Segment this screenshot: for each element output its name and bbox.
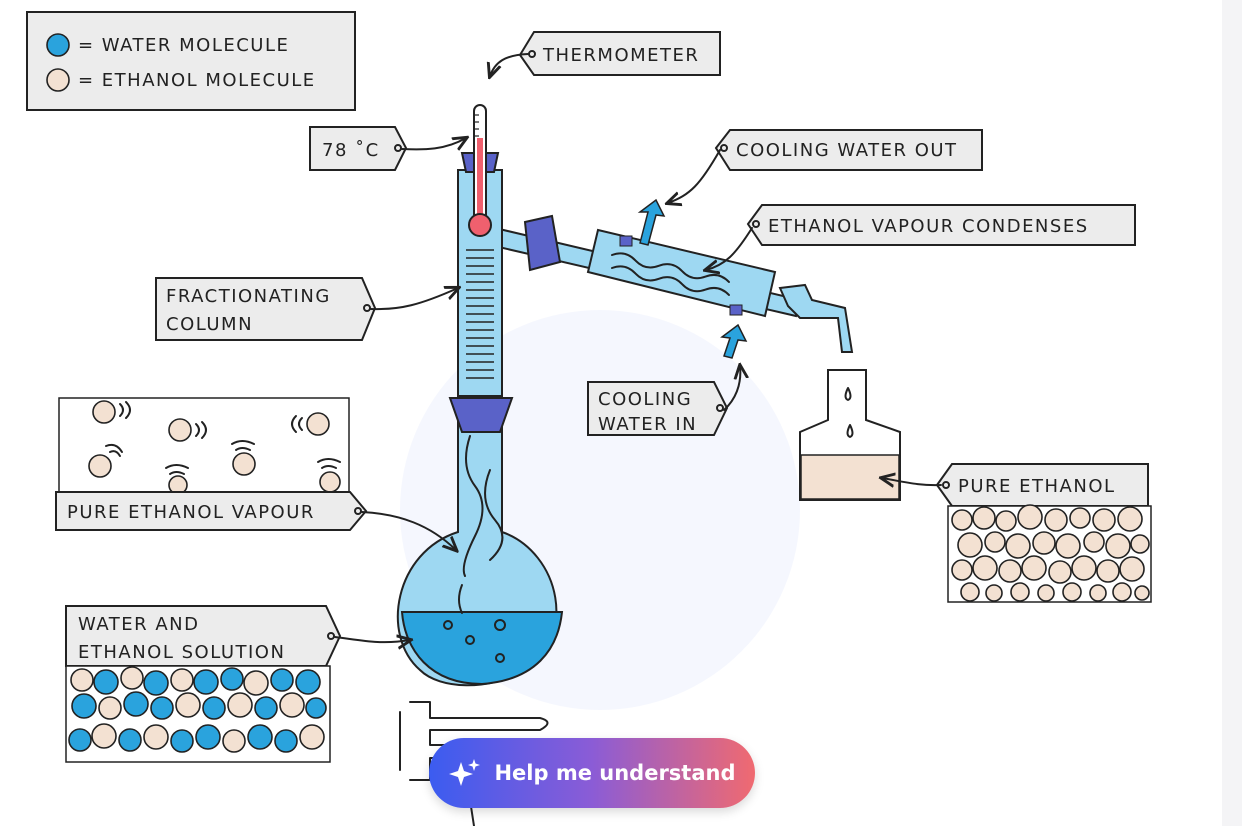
- pure-ethanol-vapour-label: PURE ETHANOL VAPOUR: [55, 491, 456, 550]
- svg-text:PURE ETHANOL VAPOUR: PURE ETHANOL VAPOUR: [67, 502, 315, 523]
- condenser: [488, 214, 854, 353]
- svg-text:THERMOMETER: THERMOMETER: [542, 45, 699, 66]
- round-bottom-flask: [396, 397, 564, 687]
- svg-text:COOLING WATER OUT: COOLING WATER OUT: [736, 140, 958, 161]
- legend-ethanol-label: = ETHANOL MOLECULE: [78, 70, 316, 91]
- svg-text:PURE ETHANOL: PURE ETHANOL: [958, 476, 1116, 497]
- water-molecule-key-icon: [46, 33, 70, 57]
- cooling-flow-arrows: [637, 198, 748, 359]
- thermometer-label: THERMOMETER: [490, 31, 721, 76]
- cooling-water-out-label: COOLING WATER OUT: [668, 129, 983, 203]
- solution-molecules: [65, 665, 331, 763]
- help-me-understand-label: Help me understand: [494, 761, 736, 785]
- svg-text:FRACTIONATING: FRACTIONATING: [166, 286, 331, 307]
- fractionating-column-label: FRACTIONATING COLUMN: [155, 277, 458, 341]
- sparkle-icon: [448, 756, 482, 790]
- right-sidebar-strip: [1222, 0, 1242, 826]
- svg-text:78 ˚C: 78 ˚C: [322, 140, 380, 161]
- vapour-molecules-box: [58, 397, 350, 495]
- legend-box: = WATER MOLECULE = ETHANOL MOLECULE: [26, 11, 356, 111]
- pure-ethanol-label: PURE ETHANOL: [882, 463, 1149, 507]
- svg-text:COOLING: COOLING: [598, 389, 692, 410]
- svg-text:ETHANOL SOLUTION: ETHANOL SOLUTION: [78, 642, 285, 663]
- svg-text:WATER IN: WATER IN: [598, 414, 697, 435]
- svg-text:WATER AND: WATER AND: [78, 614, 199, 635]
- temperature-label: 78 ˚C: [309, 126, 466, 171]
- cooling-water-in-label: COOLING WATER IN: [587, 366, 740, 436]
- ethanol-vapour-condenses-label: ETHANOL VAPOUR CONDENSES: [706, 204, 1136, 270]
- solution-label: WATER AND ETHANOL SOLUTION: [65, 605, 410, 667]
- svg-text:COLUMN: COLUMN: [166, 314, 253, 335]
- help-me-understand-button[interactable]: Help me understand: [429, 738, 755, 808]
- pure-ethanol-molecules: [947, 504, 1152, 603]
- ethanol-molecule-key-icon: [46, 68, 70, 92]
- collection-beaker: [799, 369, 901, 501]
- legend-water-label: = WATER MOLECULE: [78, 35, 289, 56]
- svg-text:ETHANOL VAPOUR CONDENSES: ETHANOL VAPOUR CONDENSES: [768, 216, 1089, 237]
- thermometer: [468, 104, 492, 237]
